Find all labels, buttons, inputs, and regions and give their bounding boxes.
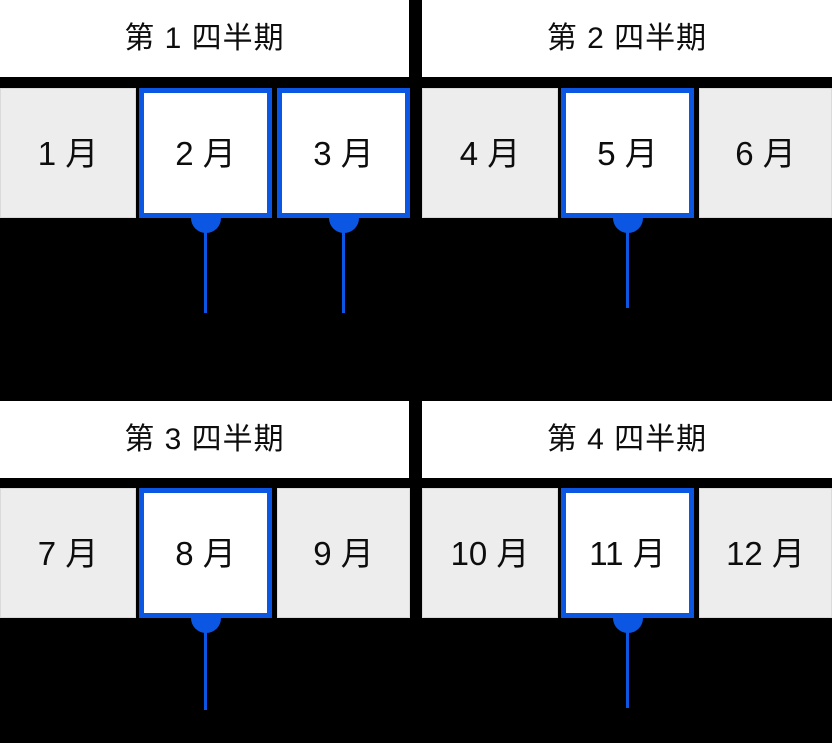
month-cell-9月[interactable]: 9 月 xyxy=(277,488,410,618)
marker-stem-line xyxy=(626,630,629,708)
month-row-3: 7 月 8 月 9 月 xyxy=(0,488,410,618)
month-label: 7 月 xyxy=(37,534,99,572)
month-cell-12月[interactable]: 12 月 xyxy=(699,488,832,618)
month-label: 6 月 xyxy=(735,134,796,172)
quarter-header-2: 第 2 四半期 xyxy=(422,0,832,77)
marker-stem-line xyxy=(626,230,629,308)
month-label: 4 月 xyxy=(459,134,521,172)
month-label: 12 月 xyxy=(726,534,805,572)
quarter-header-3: 第 3 四半期 xyxy=(0,401,409,478)
month-row-1: 1 月 2 月 3 月 xyxy=(0,88,410,218)
marker-stem-line xyxy=(204,630,207,710)
quarter-block-2: 第 2 四半期 4 月 5 月 6 月 xyxy=(422,0,832,338)
month-cell-2月[interactable]: 2 月 xyxy=(139,88,272,218)
marker-stem-line xyxy=(204,230,207,313)
month-cell-8月[interactable]: 8 月 xyxy=(139,488,272,618)
month-cell-3月[interactable]: 3 月 xyxy=(277,88,410,218)
month-label: 11 月 xyxy=(589,534,666,572)
month-cell-11月[interactable]: 11 月 xyxy=(561,488,694,618)
month-cell-6月[interactable]: 6 月 xyxy=(699,88,832,218)
month-label: 10 月 xyxy=(450,534,530,572)
month-label: 8 月 xyxy=(175,534,236,572)
month-cell-5月[interactable]: 5 月 xyxy=(561,88,694,218)
quarter-block-1: 第 1 四半期 1 月 2 月 3 月 xyxy=(0,0,410,338)
month-label: 5 月 xyxy=(597,134,658,172)
quarter-header-1: 第 1 四半期 xyxy=(0,0,409,77)
month-label: 2 月 xyxy=(175,134,236,172)
month-label: 1 月 xyxy=(37,134,99,172)
month-cell-7月[interactable]: 7 月 xyxy=(0,488,136,618)
marker-stem-line xyxy=(342,230,345,313)
month-cell-1月[interactable]: 1 月 xyxy=(0,88,136,218)
month-label: 3 月 xyxy=(313,134,374,172)
month-cell-4月[interactable]: 4 月 xyxy=(422,88,558,218)
month-cell-10月[interactable]: 10 月 xyxy=(422,488,558,618)
month-label: 9 月 xyxy=(313,534,374,572)
month-row-2: 4 月 5 月 6 月 xyxy=(422,88,832,218)
quarter-block-4: 第 4 四半期 10 月 11 月 12 月 xyxy=(422,401,832,738)
quarter-block-3: 第 3 四半期 7 月 8 月 9 月 xyxy=(0,401,410,738)
quarter-header-4: 第 4 四半期 xyxy=(422,401,832,478)
month-row-4: 10 月 11 月 12 月 xyxy=(422,488,832,618)
